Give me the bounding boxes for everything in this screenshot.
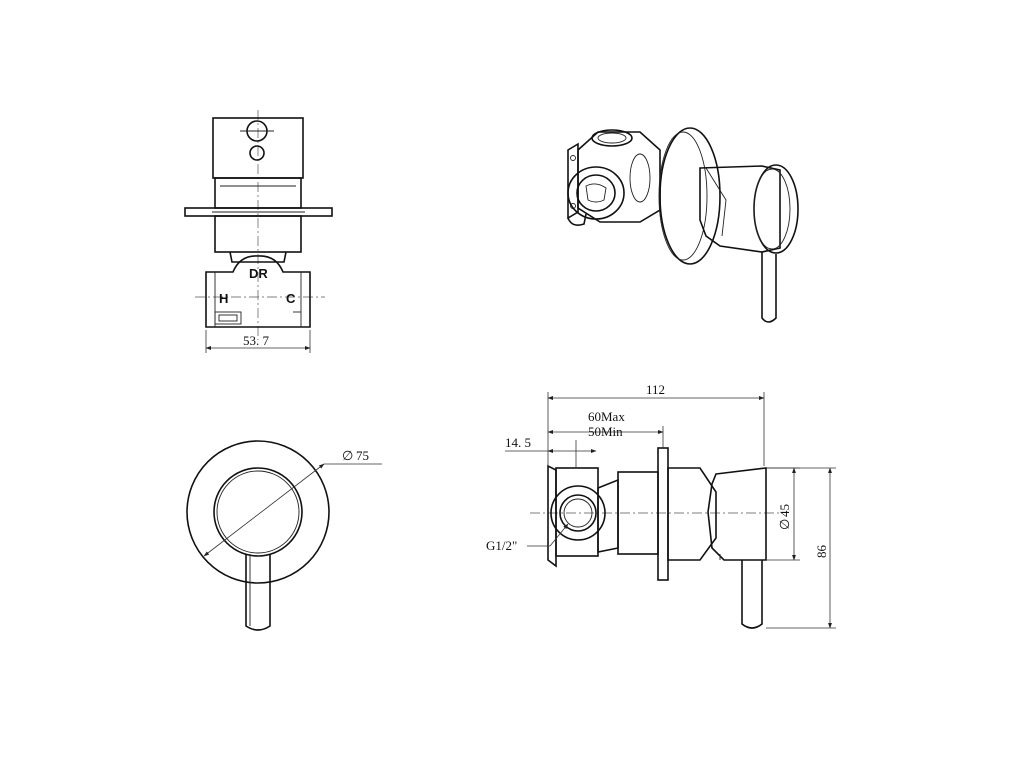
body-diameter-symbol: ∅ [777, 519, 792, 530]
plate-diameter-label: 75 [356, 448, 369, 463]
isometric-view [567, 127, 799, 323]
max-depth-label: 60Max [588, 409, 625, 424]
height-label: 86 [814, 545, 829, 559]
offset-label: 14. 5 [505, 435, 531, 450]
front-view: ∅ 75 [186, 440, 382, 631]
hot-inlet-label: H [219, 291, 228, 306]
diameter-symbol: ∅ [342, 448, 353, 463]
min-depth-label: 50Min [588, 424, 623, 439]
side-view: 112 60Max 50Min 14. 5 G1/2" ∅ 45 86 [486, 382, 836, 629]
thread-size-label: G1/2" [486, 538, 517, 553]
width-dimension-label: 53. 7 [243, 333, 270, 348]
top-view: DR H C 53. 7 [184, 110, 333, 353]
overall-length-label: 112 [646, 382, 665, 397]
body-diameter-label: 45 [777, 504, 792, 517]
outlet-label: DR [249, 266, 268, 281]
cold-inlet-label: C [286, 291, 296, 306]
